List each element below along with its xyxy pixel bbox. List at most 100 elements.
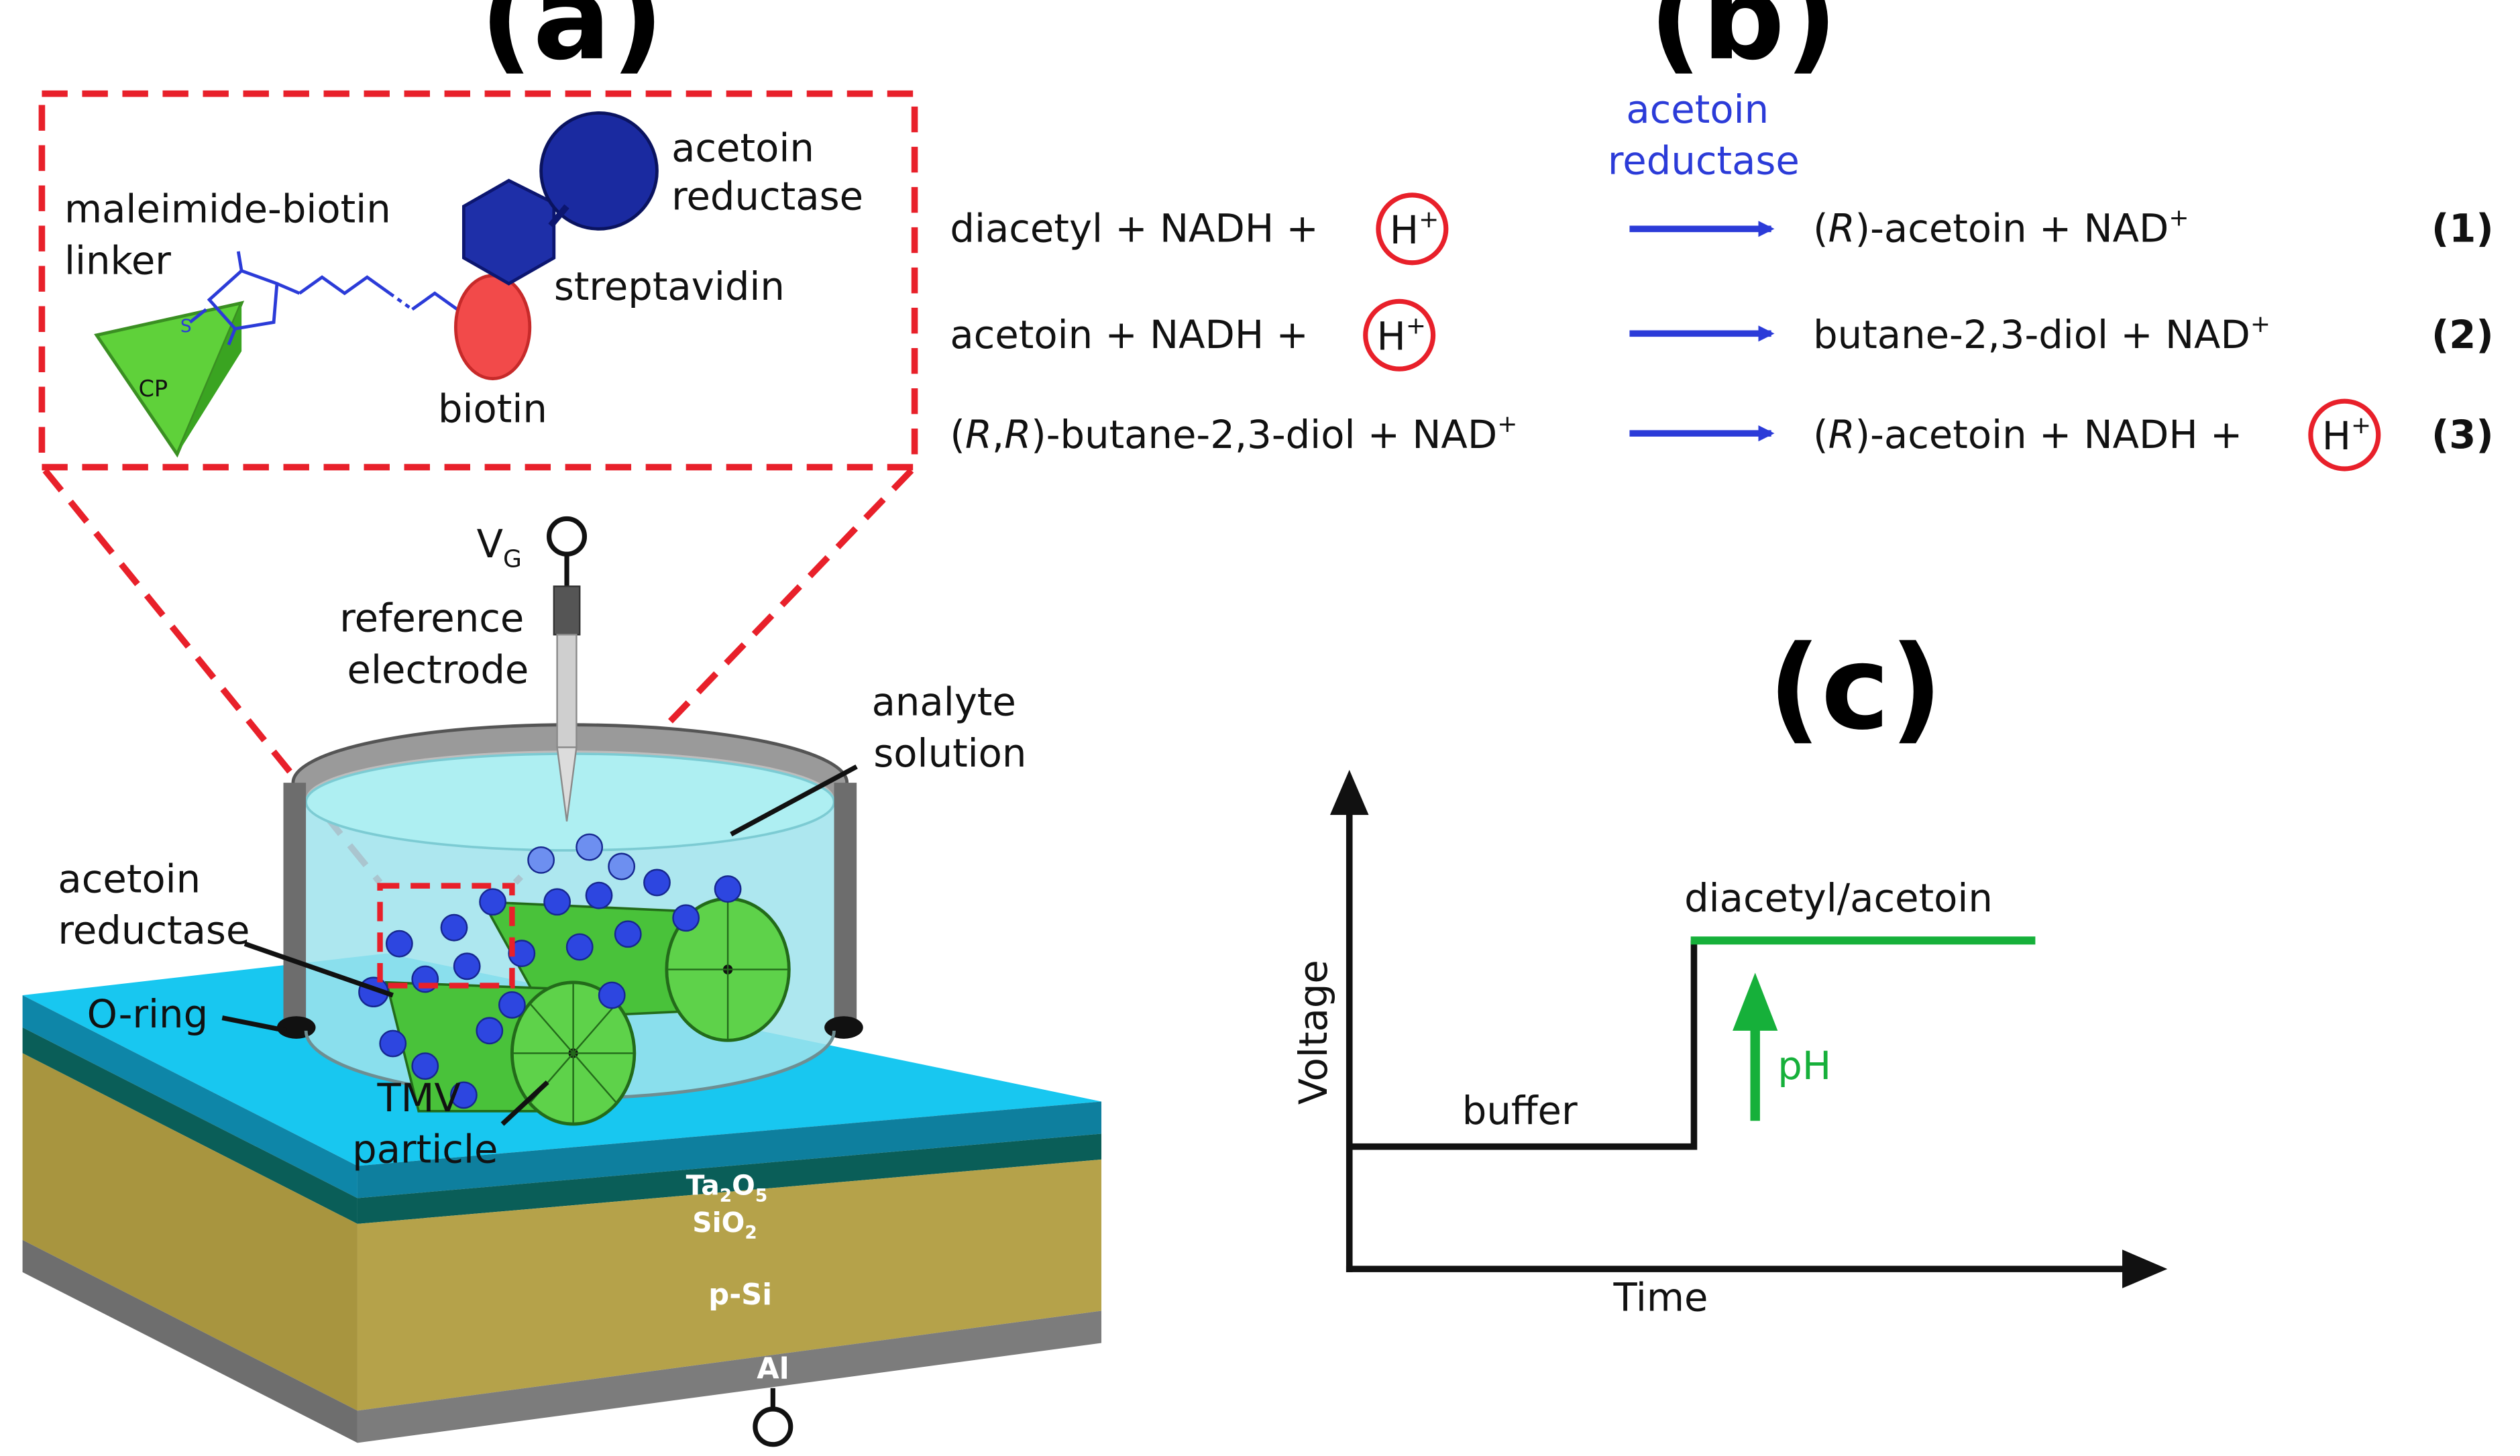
panel-label-c: (c) (1768, 621, 1942, 756)
ta2o5-sub2: 5 (755, 1185, 767, 1206)
sensor-stack: Ta2O5 SiO2 p-Si Al (22, 953, 1102, 1447)
layer-ta2o5-label: Ta2O5 (686, 1170, 768, 1207)
eq3-lhs-pre: ( (950, 412, 965, 457)
reference-electrode-line2: electrode (347, 647, 529, 692)
analyte-solution-label: analyte solution (872, 679, 1029, 776)
streptavidin-shape (461, 178, 556, 286)
eq1-rhs: (R)-acetoin + NAD+ (1813, 205, 2189, 251)
inset-linker-line1: maleimide-biotin (64, 187, 391, 232)
enzyme-condition-line1: acetoin (1626, 87, 1769, 132)
vg-label: VG (477, 522, 522, 573)
reference-electrode-line1: reference (339, 596, 524, 640)
vg-main: V (477, 522, 503, 567)
panel-label-b: (b) (1649, 0, 1838, 86)
ta2o5-sub1: 2 (720, 1185, 732, 1206)
acetoin-reductase-pointer (243, 941, 394, 998)
vg-terminal (547, 516, 588, 557)
y-axis-label: Voltage (1291, 960, 1336, 1105)
layer-psi-label: p-Si (708, 1278, 772, 1312)
eq1-h: H (1390, 208, 1419, 253)
coat-protein-shape: CP (94, 300, 245, 458)
o-ring-pointer (221, 1015, 288, 1033)
eq3-lhs-comma: , (992, 412, 1004, 457)
eq3-lhs-ital1: R (965, 412, 992, 457)
eq2-number: (2) (2431, 313, 2494, 357)
vg-sub: G (503, 545, 522, 573)
sulfur-atom-label: S (180, 316, 192, 337)
inset-group: CP S maleimide-biotin linker acetoi (38, 90, 918, 471)
eq3-hplus-circle (2308, 398, 2381, 471)
equation-2: acetoin + NADH + H+ butane-2,3-diol + NA… (950, 298, 2494, 372)
eq1-number: (1) (2431, 207, 2494, 251)
inset-enzyme-line2: reductase (671, 174, 863, 219)
inset-biotin-label: biotin (438, 386, 547, 431)
ta2o5-main: Ta (686, 1170, 720, 1202)
analyte-label: diacetyl/acetoin (1684, 876, 1993, 921)
eq3-rhs-post: )-acetoin + NADH + (1855, 412, 2243, 457)
eq2-hplus: H+ (1377, 312, 1427, 359)
ph-label: pH (1777, 1044, 1831, 1088)
eq3-lhs-ital2: R (1004, 412, 1031, 457)
eq2-hplus-circle (1363, 298, 1436, 372)
acetoin-reductase-line2: reductase (58, 908, 250, 953)
inset-enzyme-line1: acetoin (671, 125, 814, 170)
analyte-solution-line2: solution (873, 731, 1026, 776)
eq3-rhs-pre: ( (1813, 412, 1828, 457)
enzyme-spheres (358, 833, 742, 1109)
sio2-sub: 2 (745, 1223, 757, 1243)
psi-left-face (22, 1053, 358, 1411)
biotin-shape (453, 274, 532, 380)
ta2o5-left-face (22, 995, 358, 1198)
ph-arrowhead (1733, 972, 1778, 1031)
eq3-rhs-ital: R (1828, 412, 1855, 457)
eq3-lhs-sup: + (1497, 410, 1517, 438)
inset-dashed-box (38, 90, 918, 471)
eq3-hplus: H+ (2322, 412, 2372, 459)
eq1-h-sup: + (1419, 206, 1439, 233)
y-axis-arrowhead (1329, 769, 1369, 816)
back-contact-terminal (753, 1406, 793, 1447)
eq3-rhs: (R)-acetoin + NADH + (1813, 412, 2242, 457)
tmv-particle-line1: TMV (376, 1076, 460, 1121)
enzyme-shape (539, 111, 659, 231)
eq2-rhs: butane-2,3-diol + NAD+ (1813, 311, 2270, 357)
panel-label-a: (a) (480, 0, 664, 86)
acetoin-reductase-label: acetoin reductase (58, 856, 250, 953)
panel-c: Voltage Time buffer diacetyl/acetoin pH (1291, 769, 2168, 1321)
o-ring-right-shape (824, 1016, 863, 1039)
analyte-solution-line1: analyte (872, 679, 1016, 724)
reference-electrode-label: reference electrode (339, 596, 536, 692)
maleimide-linker-structure: S (180, 251, 459, 346)
eq1-hplus-circle (1376, 192, 1449, 266)
tmv-particle-pointer (500, 1080, 549, 1126)
inset-linker-line2: linker (64, 239, 171, 284)
panel-b: acetoin reductase diacetyl + NADH + H+ (… (950, 87, 2494, 471)
eq2-h: H (1377, 314, 1406, 359)
eq3-h-sup: + (2351, 412, 2371, 439)
ta2o5-right-face (357, 1101, 1102, 1198)
acetoin-reductase-line1: acetoin (58, 856, 201, 901)
reference-electrode-shape (553, 554, 581, 822)
layer-al-label: Al (757, 1352, 789, 1386)
o-ring-label: O-ring (87, 992, 209, 1037)
inset-streptavidin-label: streptavidin (554, 264, 785, 309)
signal-buffer-segment (1349, 940, 1698, 1150)
inset-enzyme-label: acetoin reductase (671, 125, 863, 219)
eq3-number: (3) (2431, 412, 2494, 457)
eq3-lhs: (R,R)-butane-2,3-diol + NAD+ (950, 410, 1517, 457)
sio2-left-face (22, 1027, 358, 1224)
inset-linker-label: maleimide-biotin linker (64, 187, 403, 284)
sio2-main: SiO (692, 1207, 745, 1239)
zoom-line-left (42, 468, 383, 885)
coat-protein-label: CP (138, 376, 168, 402)
al-left-face (22, 1239, 358, 1443)
eq2-rhs-sup: + (2250, 311, 2270, 338)
eq2-h-sup: + (1406, 312, 1426, 339)
eq1-rhs-post: )-acetoin + NAD (1855, 207, 2169, 251)
eq1-rhs-sup: + (2169, 205, 2189, 232)
analyte-solution-pointer (730, 764, 858, 837)
layer-sio2-label: SiO2 (692, 1207, 757, 1243)
eq1-lhs: diacetyl + NADH + (950, 207, 1318, 251)
equation-3: (R,R)-butane-2,3-diol + NAD+ (R)-acetoin… (950, 398, 2494, 471)
